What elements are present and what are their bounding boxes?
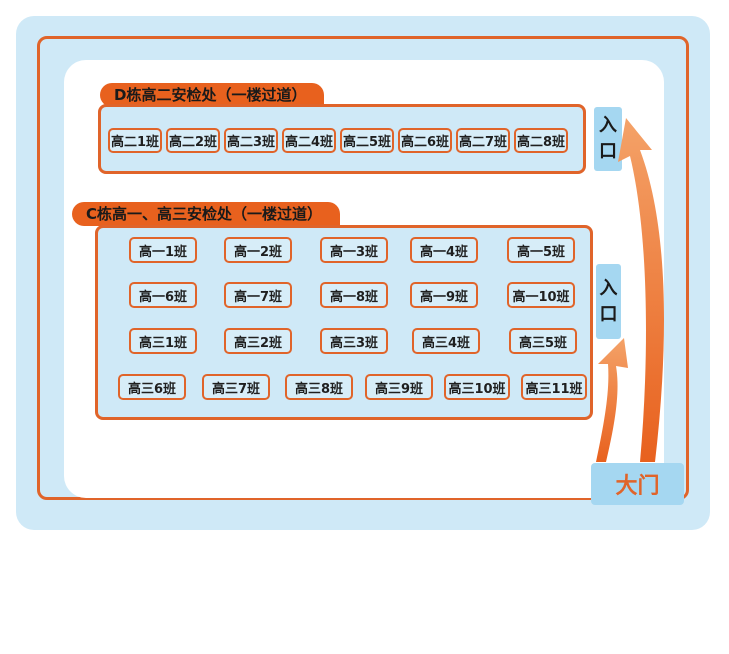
- class-box: 高一1班: [129, 237, 197, 263]
- class-box: 高三6班: [118, 374, 186, 400]
- building-c-title: C栋高一、高三安检处（一楼过道）: [72, 202, 341, 226]
- main-gate: 大门: [591, 463, 684, 505]
- class-box: 高一3班: [320, 237, 388, 263]
- class-box: 高三11班: [521, 374, 587, 400]
- class-box: 高一5班: [507, 237, 575, 263]
- class-box: 高一2班: [224, 237, 292, 263]
- building-d-entrance: 入 口: [594, 107, 622, 171]
- building-d-title: D栋高二安检处（一楼过道）: [100, 83, 325, 107]
- class-box: 高二2班: [166, 128, 220, 153]
- class-box: 高一4班: [410, 237, 478, 263]
- class-box: 高二7班: [456, 128, 510, 153]
- class-box: 高二5班: [340, 128, 394, 153]
- class-box: 高一6班: [129, 282, 197, 308]
- class-box: 高一10班: [507, 282, 575, 308]
- class-box: 高三1班: [129, 328, 197, 354]
- entrance-char-2: 口: [599, 303, 618, 325]
- class-box: 高三9班: [365, 374, 433, 400]
- class-box: 高三8班: [285, 374, 353, 400]
- class-box: 高三5班: [509, 328, 577, 354]
- entrance-char-2: 口: [599, 141, 617, 162]
- class-box: 高二3班: [224, 128, 278, 153]
- building-c-entrance: 入 口: [596, 264, 621, 339]
- entrance-char-1: 入: [599, 115, 617, 136]
- class-box: 高三4班: [412, 328, 480, 354]
- class-box: 高三2班: [224, 328, 292, 354]
- class-box: 高一7班: [224, 282, 292, 308]
- class-box: 高一9班: [410, 282, 478, 308]
- class-box: 高一8班: [320, 282, 388, 308]
- class-box: 高三10班: [444, 374, 510, 400]
- class-box: 高二4班: [282, 128, 336, 153]
- class-box: 高二1班: [108, 128, 162, 153]
- arrow-to-d-entrance: [618, 118, 665, 462]
- arrow-to-c-entrance: [596, 338, 628, 462]
- class-box: 高三3班: [320, 328, 388, 354]
- campus-boundary: [37, 36, 689, 500]
- class-box: 高三7班: [202, 374, 270, 400]
- entrance-char-1: 入: [599, 277, 618, 299]
- class-box: 高二6班: [398, 128, 452, 153]
- class-box: 高二8班: [514, 128, 568, 153]
